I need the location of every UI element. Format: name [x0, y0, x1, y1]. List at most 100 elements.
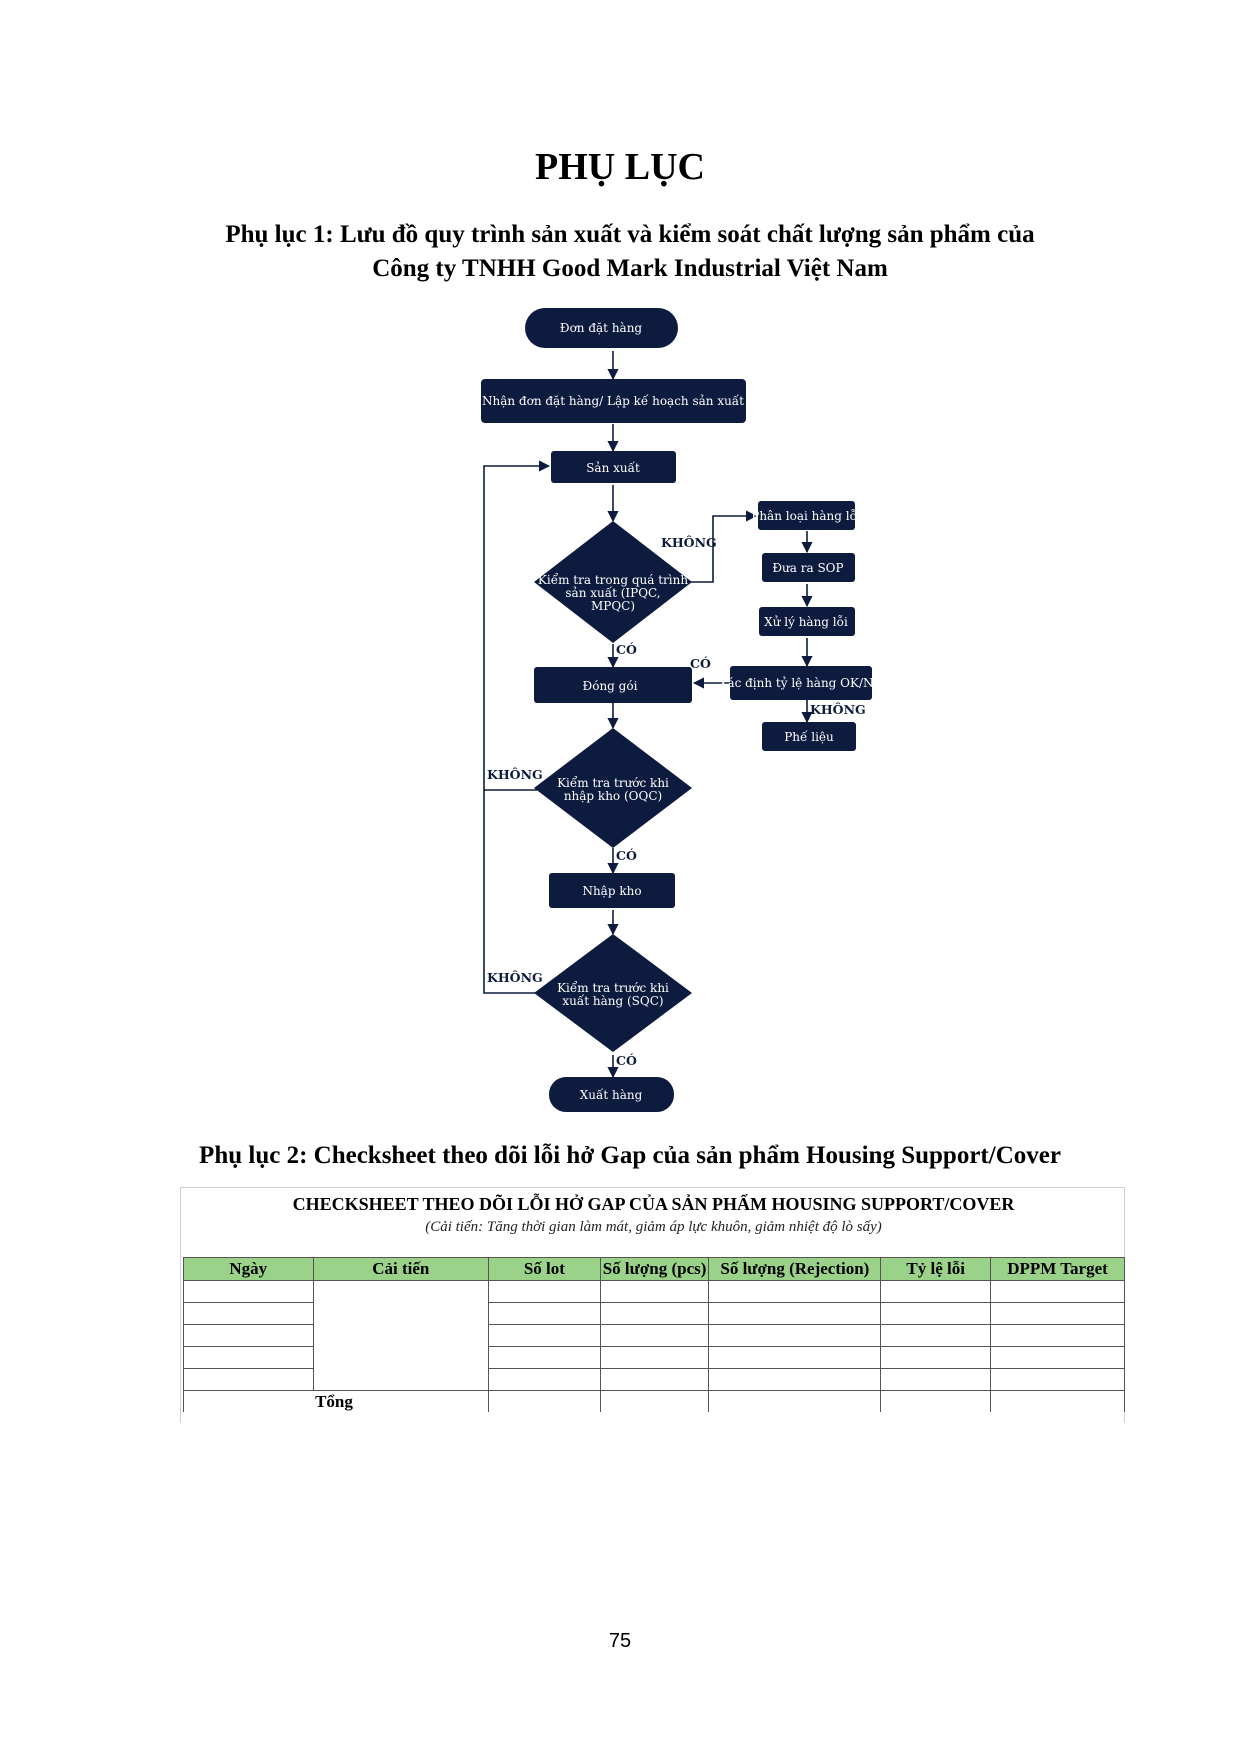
- appendix-1-title: Phụ lục 1: Lưu đồ quy trình sản xuất và …: [150, 218, 1110, 286]
- checksheet-table: Ngày Cải tiến Số lot Số lượng (pcs) Số l…: [183, 1257, 1125, 1412]
- cell-qty[interactable]: [599, 1346, 710, 1369]
- col-lot: Số lot: [488, 1257, 601, 1281]
- cell-date[interactable]: [183, 1280, 314, 1303]
- col-dppm-target: DPPM Target: [990, 1257, 1125, 1281]
- cell-dppm[interactable]: [990, 1324, 1125, 1347]
- cell-date[interactable]: [183, 1346, 314, 1369]
- cell-total-blank: [183, 1390, 314, 1412]
- checksheet-header-row: Ngày Cải tiến Số lot Số lượng (pcs) Số l…: [183, 1257, 1125, 1281]
- appendix-1-title-line1: Phụ lục 1: Lưu đồ quy trình sản xuất và …: [225, 221, 1035, 248]
- col-qty-rejection: Số lượng (Rejection): [708, 1257, 882, 1281]
- total-row: Tổng: [183, 1390, 1125, 1412]
- svg-text:Đưa ra SOP: Đưa ra SOP: [772, 561, 843, 575]
- total-label: Tổng: [313, 1390, 490, 1412]
- node-order: Đơn đặt hàng: [525, 308, 678, 348]
- cell-reject[interactable]: [708, 1302, 882, 1325]
- cell-rate[interactable]: [880, 1324, 992, 1347]
- col-improvement: Cải tiến: [312, 1257, 490, 1281]
- col-date: Ngày: [183, 1257, 314, 1281]
- cell-reject[interactable]: [708, 1324, 882, 1347]
- cell-dppm[interactable]: [990, 1368, 1125, 1391]
- page-heading: PHỤ LỤC: [535, 146, 705, 188]
- table-row: [183, 1346, 1125, 1369]
- cell-lot[interactable]: [488, 1368, 601, 1391]
- svg-text:MPQC): MPQC): [591, 599, 635, 613]
- label-no-sqc: KHÔNG: [487, 969, 543, 985]
- svg-text:nhập kho (OQC): nhập kho (OQC): [564, 789, 662, 803]
- cell-rate[interactable]: [880, 1368, 992, 1391]
- cell-date[interactable]: [183, 1368, 314, 1391]
- cell-qty[interactable]: [599, 1324, 710, 1347]
- node-scrap: Phế liệu: [762, 722, 856, 751]
- table-row: [183, 1368, 1125, 1391]
- node-classify-defect: Phân loại hàng lỗi: [751, 501, 861, 530]
- cell-rate[interactable]: [880, 1346, 992, 1369]
- svg-text:Xử lý hàng lỗi: Xử lý hàng lỗi: [764, 614, 848, 629]
- cell-rate[interactable]: [880, 1302, 992, 1325]
- node-inprocess-check: Kiểm tra trong quá trình sản xuất (IPQC,…: [534, 521, 692, 643]
- cell-lot[interactable]: [488, 1280, 601, 1303]
- svg-text:sản xuất (IPQC,: sản xuất (IPQC,: [565, 585, 660, 600]
- cell-total-reject[interactable]: [708, 1390, 882, 1412]
- cell-qty[interactable]: [599, 1368, 710, 1391]
- cell-total-lot[interactable]: [488, 1390, 601, 1412]
- appendix-2-title: Phụ lục 2: Checksheet theo dõi lỗi hở Ga…: [199, 1142, 1061, 1169]
- checksheet-note: (Cải tiến: Tăng thời gian làm mát, giảm …: [425, 1219, 882, 1235]
- node-pack: Đóng gói: [534, 667, 692, 703]
- node-produce: Sản xuất: [551, 451, 676, 483]
- svg-text:Đơn đặt hàng: Đơn đặt hàng: [560, 321, 643, 335]
- cell-date[interactable]: [183, 1302, 314, 1325]
- cell-lot[interactable]: [488, 1324, 601, 1347]
- cell-date[interactable]: [183, 1324, 314, 1347]
- cell-dppm[interactable]: [990, 1346, 1125, 1369]
- node-sqc-check: Kiểm tra trước khi xuất hàng (SQC): [534, 934, 692, 1052]
- svg-text:Kiểm tra trước khi: Kiểm tra trước khi: [557, 775, 669, 790]
- svg-text:Kiểm tra trước khi: Kiểm tra trước khi: [557, 980, 669, 995]
- node-ok-ng-rate: Xác định tỷ lệ hàng OK/NG: [719, 666, 883, 700]
- cell-improvement[interactable]: [312, 1280, 490, 1391]
- cell-reject[interactable]: [708, 1280, 882, 1303]
- svg-text:Phân loại hàng lỗi: Phân loại hàng lỗi: [751, 508, 861, 523]
- cell-total-qty[interactable]: [599, 1390, 710, 1412]
- cell-reject[interactable]: [708, 1368, 882, 1391]
- cell-dppm[interactable]: [990, 1302, 1125, 1325]
- appendix-1-title-line2: Công ty TNHH Good Mark Industrial Việt N…: [372, 255, 888, 282]
- svg-text:xuất hàng (SQC): xuất hàng (SQC): [562, 993, 663, 1008]
- checksheet: CHECKSHEET THEO DÕI LỖI HỞ GAP CỦA SẢN P…: [180, 1187, 1125, 1423]
- label-yes-okng: CÓ: [690, 655, 711, 671]
- svg-text:Sản xuất: Sản xuất: [586, 460, 640, 475]
- label-yes-oqc: CÓ: [616, 847, 637, 863]
- svg-text:Nhập kho: Nhập kho: [582, 884, 641, 898]
- page-number: 75: [608, 1630, 632, 1652]
- cell-total-dppm[interactable]: [990, 1390, 1125, 1412]
- svg-text:Nhận đơn đặt hàng/ Lập kế hoạc: Nhận đơn đặt hàng/ Lập kế hoạch sản xuất: [482, 393, 744, 408]
- col-defect-rate: Tỷ lệ lỗi: [880, 1257, 992, 1281]
- cell-lot[interactable]: [488, 1302, 601, 1325]
- node-sop: Đưa ra SOP: [762, 553, 855, 582]
- svg-text:Đóng gói: Đóng gói: [583, 679, 638, 693]
- node-ship: Xuất hàng: [549, 1077, 674, 1112]
- label-yes-sqc: CÓ: [616, 1052, 637, 1068]
- table-row: [183, 1280, 1125, 1391]
- label-no-okng: KHÔNG: [810, 701, 866, 717]
- col-qty-pcs: Số lượng (pcs): [599, 1257, 710, 1281]
- svg-text:Xác định tỷ lệ hàng OK/NG: Xác định tỷ lệ hàng OK/NG: [719, 676, 883, 690]
- node-warehouse-in: Nhập kho: [549, 873, 675, 908]
- cell-total-rate[interactable]: [880, 1390, 992, 1412]
- svg-text:Xuất hàng: Xuất hàng: [580, 1087, 643, 1102]
- cell-reject[interactable]: [708, 1346, 882, 1369]
- label-yes-ipqc: CÓ: [616, 641, 637, 657]
- label-no-ipqc: KHÔNG: [661, 534, 717, 550]
- node-oqc-check: Kiểm tra trước khi nhập kho (OQC): [534, 728, 692, 848]
- process-flowchart: Đơn đặt hàng Nhận đơn đặt hàng/ Lập kế h…: [481, 308, 883, 1112]
- cell-qty[interactable]: [599, 1280, 710, 1303]
- cell-dppm[interactable]: [990, 1280, 1125, 1303]
- node-handle-defect: Xử lý hàng lỗi: [759, 607, 855, 636]
- node-plan: Nhận đơn đặt hàng/ Lập kế hoạch sản xuất: [481, 379, 746, 423]
- cell-qty[interactable]: [599, 1302, 710, 1325]
- svg-text:Phế liệu: Phế liệu: [784, 729, 834, 744]
- svg-text:Kiểm tra trong quá trình: Kiểm tra trong quá trình: [538, 572, 688, 587]
- cell-rate[interactable]: [880, 1280, 992, 1303]
- label-no-oqc: KHÔNG: [487, 766, 543, 782]
- cell-lot[interactable]: [488, 1346, 601, 1369]
